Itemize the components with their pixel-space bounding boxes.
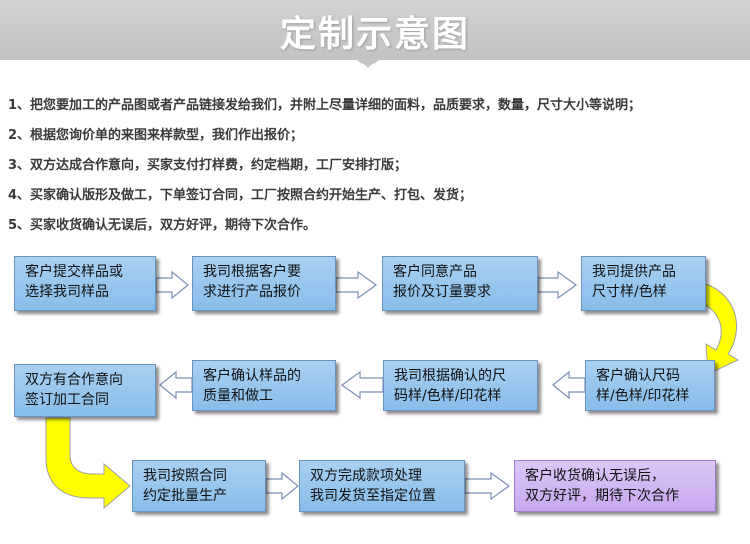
arrow-left-icon — [159, 370, 193, 400]
flow-box-receive-review: 客户收货确认无误后， 双方好评，期待下次合作 — [514, 460, 716, 512]
box-line: 客户收货确认无误后， — [525, 468, 665, 484]
box-line: 我司根据客户要 — [203, 264, 301, 280]
flow-box-confirm-samples: 客户确认尺码 样/色样/印花样 — [585, 360, 715, 411]
flow-box-payment-shipping: 双方完成款项处理 我司发货至指定位置 — [299, 460, 465, 512]
chevron-down-icon — [361, 63, 375, 76]
box-line: 我司根据确认的尺 — [394, 368, 506, 384]
arrow-right-icon — [537, 270, 578, 300]
banner-notch — [354, 58, 382, 68]
box-line: 选择我司样品 — [25, 284, 109, 300]
box-line: 双方有合作意向 — [25, 372, 123, 388]
box-line: 求进行产品报价 — [203, 284, 301, 300]
box-line: 质量和做工 — [203, 388, 273, 404]
step-item: 3、双方达成合作意向，买家支付打样费，约定档期，工厂安排打版； — [8, 158, 408, 173]
steps-list: 1、把您要加工的产品图或者产品链接发给我们，并附上尽量详细的面料，品质要求，数量… — [8, 96, 748, 246]
flow-box-submit-sample: 客户提交样品或 选择我司样品 — [14, 256, 156, 311]
flow-box-provide-samples: 我司提供产品 尺寸样/色样 — [581, 256, 706, 311]
flow-box-quote: 我司根据客户要 求进行产品报价 — [192, 256, 336, 311]
box-line: 我司发货至指定位置 — [310, 488, 436, 504]
box-line: 客户同意产品 — [393, 264, 477, 280]
arrow-right-icon — [155, 270, 189, 300]
box-line: 双方好评，期待下次合作 — [525, 488, 679, 504]
box-line: 码样/色样/印花样 — [394, 388, 502, 404]
arrow-right-icon — [335, 270, 378, 300]
box-line: 样/色样/印花样 — [596, 388, 690, 404]
box-line: 我司按照合同 — [143, 468, 227, 484]
title-banner: 定制示意图 — [0, 0, 750, 60]
page-title: 定制示意图 — [279, 14, 470, 55]
box-line: 尺寸样/色样 — [592, 284, 667, 300]
box-line: 约定批量生产 — [143, 488, 227, 504]
flow-box-sign-contract: 双方有合作意向 签订加工合同 — [14, 364, 156, 417]
box-line: 签订加工合同 — [25, 392, 109, 408]
step-item: 4、买家确认版形及做工，下单签订合同，工厂按照合约开始生产、打包、发货； — [8, 188, 473, 203]
step-item: 5、买家收货确认无误后，双方好评，期待下次合作。 — [8, 218, 317, 233]
arrow-left-icon — [552, 370, 586, 400]
arrow-curve-icon — [45, 417, 131, 510]
arrow-left-icon — [340, 370, 384, 400]
box-line: 我司提供产品 — [592, 264, 676, 280]
box-line: 客户确认样品的 — [203, 368, 301, 384]
box-line: 客户提交样品或 — [25, 264, 123, 280]
flow-box-mass-production: 我司按照合同 约定批量生产 — [132, 460, 266, 512]
box-line: 双方完成款项处理 — [310, 468, 422, 484]
flow-box-agree-quote: 客户同意产品 报价及订量要求 — [382, 256, 538, 311]
step-item: 1、把您要加工的产品图或者产品链接发给我们，并附上尽量详细的面料，品质要求，数量… — [8, 98, 642, 113]
arrow-right-icon — [464, 471, 511, 501]
arrow-right-icon — [265, 471, 299, 501]
box-line: 报价及订量要求 — [393, 284, 491, 300]
flow-box-confirm-quality: 客户确认样品的 质量和做工 — [192, 360, 336, 411]
box-line: 客户确认尺码 — [596, 368, 680, 384]
step-item: 2、根据您询价单的来图来样款型，我们作出报价； — [8, 128, 304, 143]
flow-box-make-samples: 我司根据确认的尺 码样/色样/印花样 — [383, 360, 538, 411]
